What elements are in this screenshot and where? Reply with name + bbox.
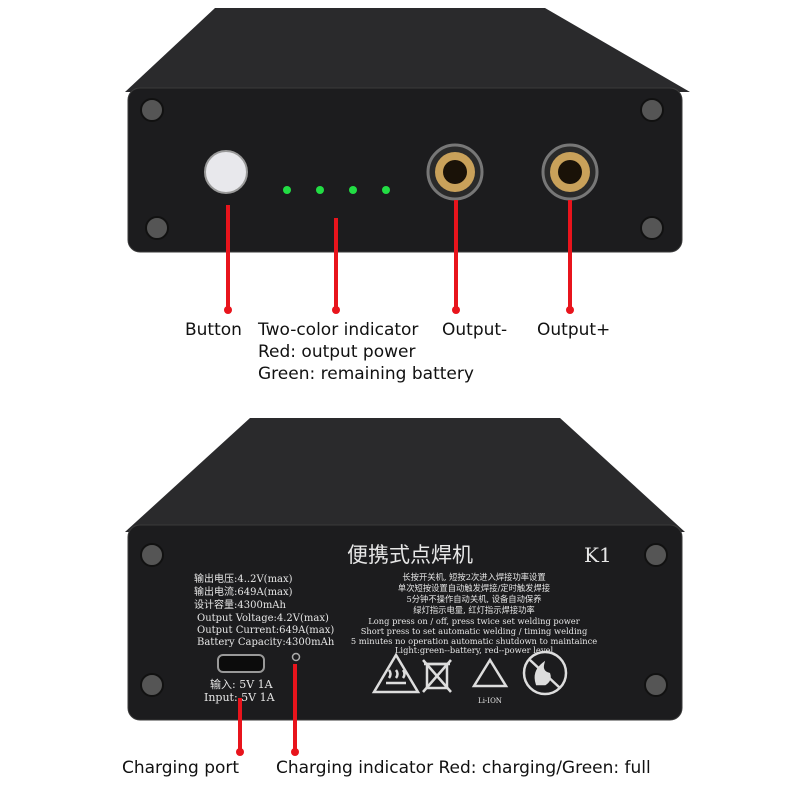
instruction-line: Short press to set automatic welding / t… <box>361 626 588 636</box>
instruction-line: 单次短按设置自动触发焊接/定时触发焊接 <box>398 583 550 593</box>
output-plus-jack <box>541 143 599 201</box>
label-button: Button <box>185 320 242 340</box>
instruction-line: 5分钟不操作自动关机, 设备自动保养 <box>406 594 541 604</box>
screw-icon <box>644 673 668 697</box>
top-device <box>125 8 690 314</box>
screw-icon <box>640 98 664 122</box>
spec-line: Battery Capacity:4300mAh <box>197 637 335 648</box>
label-charging-port: Charging port <box>122 758 240 778</box>
top-device-top-surface <box>125 8 690 92</box>
spec-line: 设计容量:4300mAh <box>194 598 287 611</box>
spec-line: Output Current:649A(max) <box>197 625 334 636</box>
instruction-list: 长按开关机, 短按2次进入焊接功率设置 单次短按设置自动触发焊接/定时触发焊接 … <box>351 572 597 655</box>
no-trash-bin-icon <box>422 659 452 693</box>
model-label: K1 <box>584 543 612 567</box>
product-title-cn: 便携式点焊机 <box>347 543 473 567</box>
led-indicator <box>382 186 390 194</box>
input-rating-en: Input: 5V 1A <box>204 691 276 704</box>
instruction-line: Long press on / off, press twice set wel… <box>368 616 579 626</box>
instruction-line: Light:green--battery, red--power level <box>395 645 554 655</box>
instruction-line: 5 minutes no operation automatic shutdow… <box>351 636 597 646</box>
spec-line: 输出电流:649A(max) <box>194 585 293 598</box>
recycle-icon <box>471 657 509 688</box>
top-device-front-panel <box>127 87 683 253</box>
label-indicator-red: Red: output power <box>258 342 416 362</box>
spec-line: Output Voltage:4.2V(max) <box>197 613 329 624</box>
no-fire-icon <box>522 650 568 696</box>
bottom-device-top-surface <box>125 418 685 532</box>
label-indicator-green: Green: remaining battery <box>258 364 474 384</box>
label-output-minus: Output- <box>442 320 508 340</box>
spec-list: 输出电压:4..2V(max) 输出电流:649A(max) 设计容量:4300… <box>194 572 335 648</box>
power-button[interactable] <box>204 150 248 194</box>
charging-indicator-led <box>291 652 301 662</box>
screw-icon <box>140 673 164 697</box>
screw-icon <box>140 98 164 122</box>
hot-surface-warning-icon <box>371 652 421 694</box>
micro-usb-charging-port[interactable] <box>217 654 265 673</box>
label-output-plus: Output+ <box>537 320 611 340</box>
input-rating-cn: 输入: 5V 1A <box>210 677 274 691</box>
li-ion-label: Li-ION <box>478 697 502 705</box>
screw-icon <box>640 216 664 240</box>
label-charging-indicator: Charging indicator Red: charging/Green: … <box>276 758 651 778</box>
bottom-device: 便携式点焊机 K1 输出电压:4..2V(max) 输出电流:649A(max)… <box>125 418 685 756</box>
led-indicator <box>283 186 291 194</box>
output-minus-jack <box>426 143 484 201</box>
spec-line: 输出电压:4..2V(max) <box>194 572 293 585</box>
led-indicator <box>316 186 324 194</box>
instruction-line: 长按开关机, 短按2次进入焊接功率设置 <box>402 572 545 582</box>
screw-icon <box>145 216 169 240</box>
screw-icon <box>644 543 668 567</box>
led-indicator <box>349 186 357 194</box>
instruction-line: 绿灯指示电量, 红灯指示焊接功率 <box>413 605 534 615</box>
screw-icon <box>140 543 164 567</box>
label-indicator-title: Two-color indicator <box>258 320 419 340</box>
